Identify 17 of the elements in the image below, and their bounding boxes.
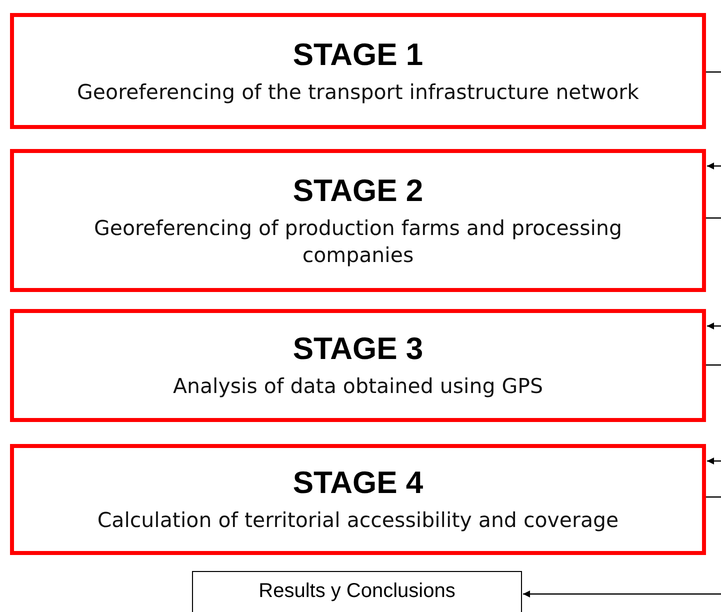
stage-title: STAGE 1 (292, 36, 424, 73)
stage-title: STAGE 2 (292, 172, 424, 209)
stage-description: Georeferencing of production farms and processing companies (93, 214, 623, 268)
arrow (706, 364, 721, 464)
stage-title: STAGE 3 (292, 331, 424, 368)
stage-box (10, 309, 706, 422)
stage-box (10, 444, 706, 555)
stage-description: Calculation of territorial accessibility and coverage (96, 507, 620, 534)
arrow (523, 496, 721, 598)
stage-title: STAGE 4 (292, 465, 424, 502)
stage-box (10, 149, 706, 292)
box-label: Results y Conclusions (258, 580, 456, 603)
stage-description: Georeferencing of the transport infrastructure network (76, 78, 640, 106)
stage-box (10, 13, 706, 129)
stage-description: Analysis of data obtained using GPS (172, 373, 544, 400)
arrow (706, 217, 721, 330)
arrow (706, 71, 721, 170)
